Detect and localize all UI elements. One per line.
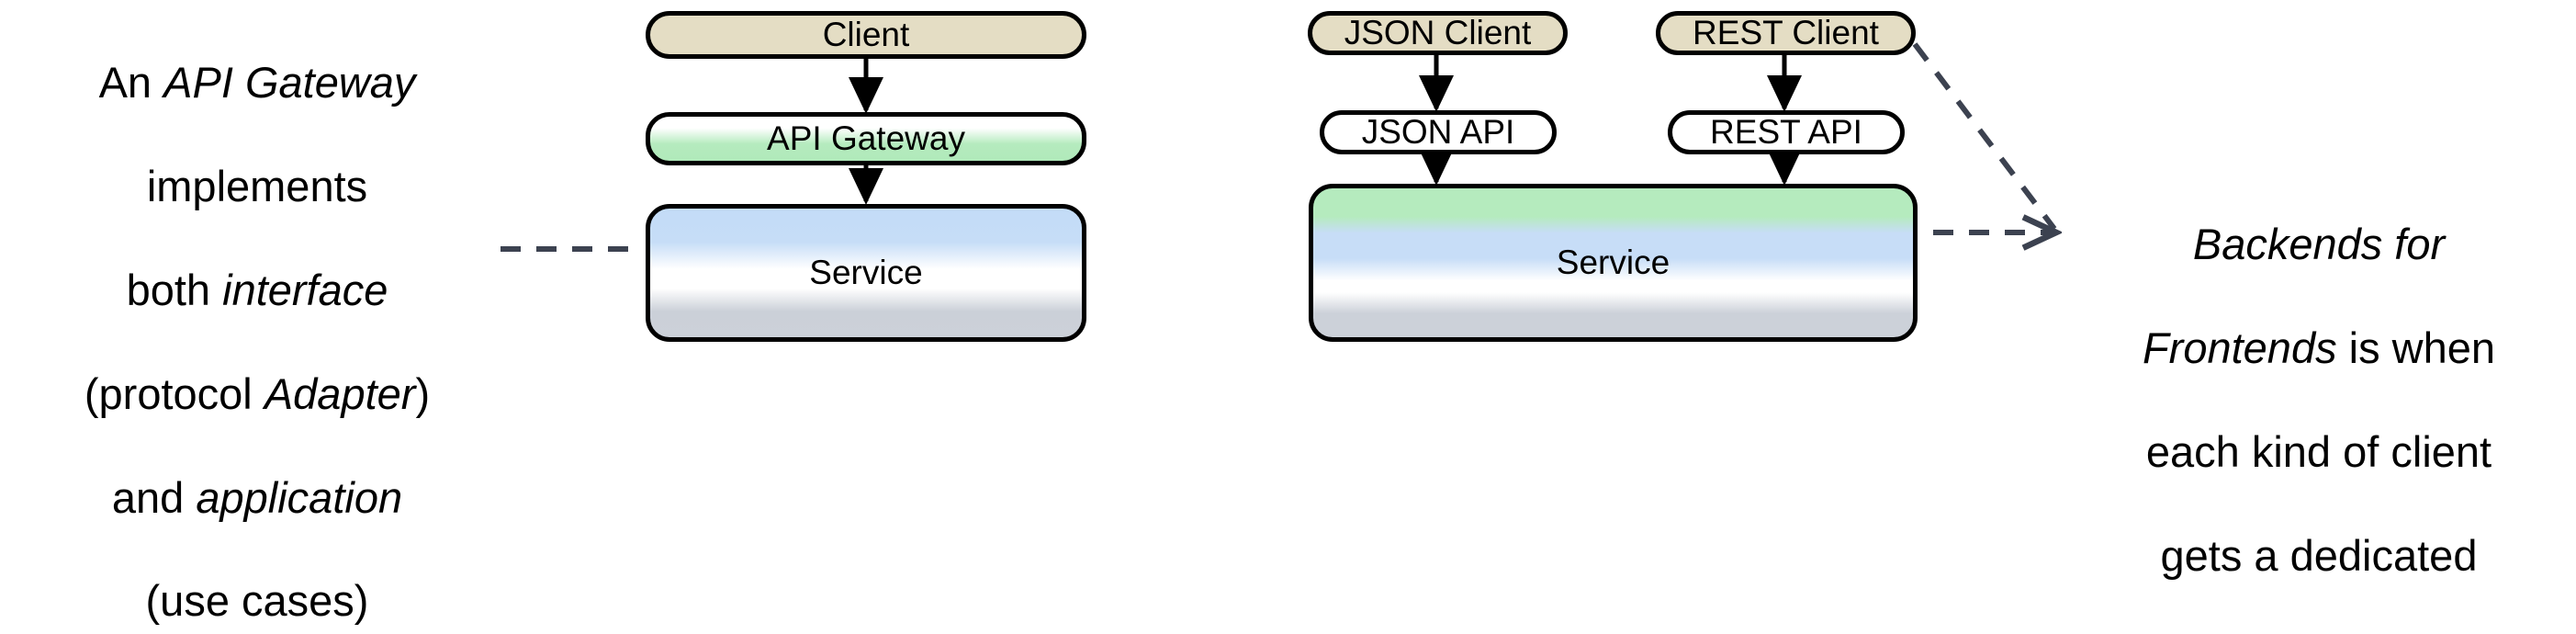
note-line: (protocol Adapter) [84,368,431,418]
leader-rest-client-to-note [1912,42,2057,231]
node-label: Service [809,254,923,291]
node-label: REST API [1710,113,1862,151]
node-label: API Gateway [767,119,965,157]
note-line: Frontends is when [2142,323,2496,373]
note-line: and application [111,472,403,522]
note-line: implements [146,162,368,211]
note-line: An API Gateway [98,58,416,108]
backends-for-frontends-note: Backends for Frontends is when each kind… [2062,167,2576,634]
api-gateway-note: An API Gateway implements both interface… [0,6,514,634]
node-service-right[interactable]: Service [1309,184,1918,342]
node-json-client[interactable]: JSON Client [1308,11,1568,55]
node-service-left[interactable]: Service [646,204,1086,342]
node-label: Service [1556,243,1670,281]
node-label: JSON API [1361,113,1515,151]
node-label: Client [822,16,910,53]
note-line: both interface [126,265,388,314]
note-line: each kind of client [2145,426,2492,476]
note-line: gets a dedicated [2160,530,2478,580]
note-line: (use cases) [145,576,369,626]
node-client[interactable]: Client [646,11,1086,59]
node-rest-client[interactable]: REST Client [1656,11,1916,55]
node-rest-api[interactable]: REST API [1668,110,1905,154]
node-json-api[interactable]: JSON API [1320,110,1557,154]
node-api-gateway[interactable]: API Gateway [646,112,1086,165]
note-line: Backends for [2192,220,2446,269]
node-label: REST Client [1693,14,1879,51]
node-label: JSON Client [1344,14,1532,51]
